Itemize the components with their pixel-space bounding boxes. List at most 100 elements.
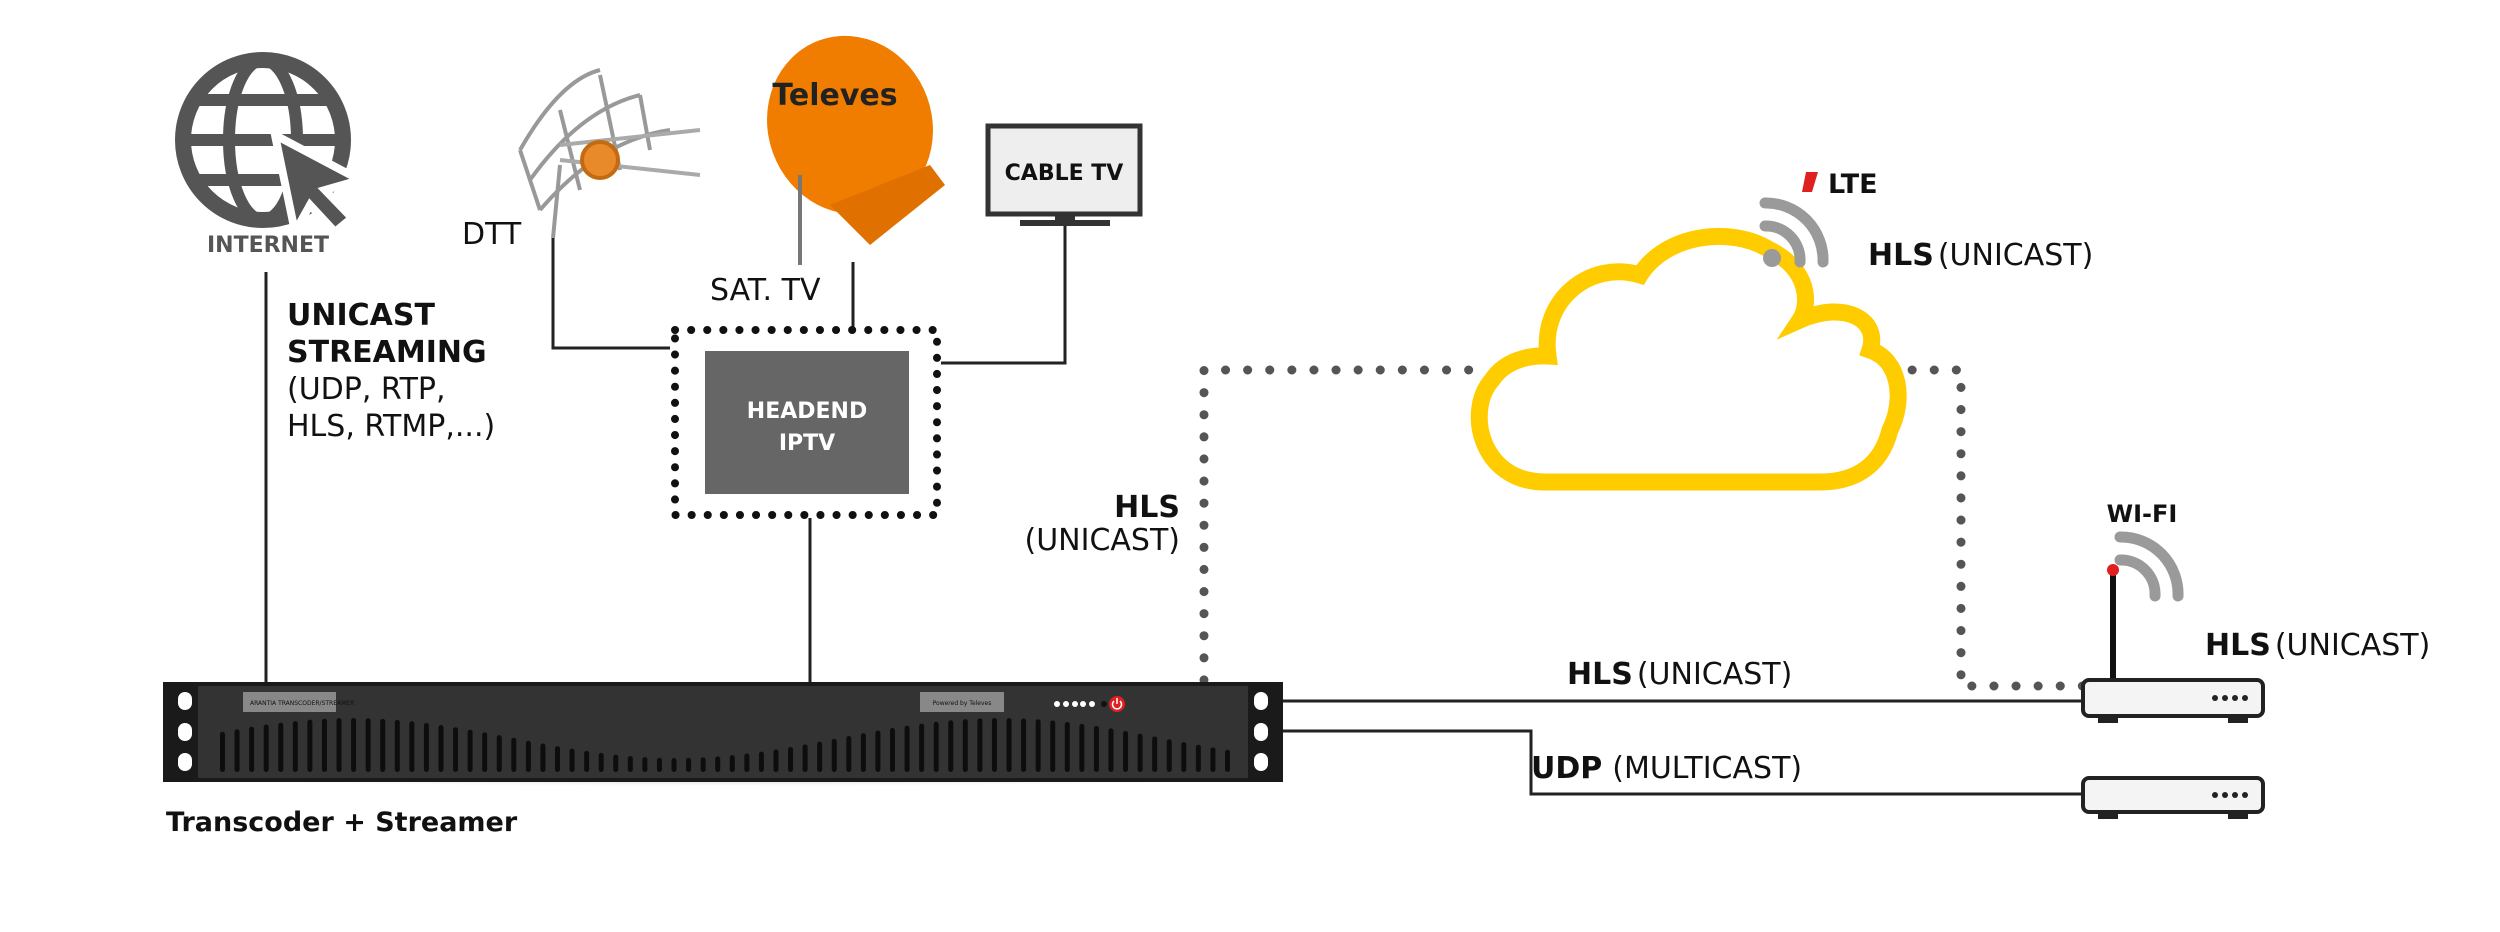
vent-slot (365, 718, 371, 772)
wifi-label: WI-FI (2107, 500, 2178, 528)
vent-slot (467, 729, 473, 772)
hls-left-proto: HLS (1114, 490, 1180, 525)
unicast-title-2: STREAMING (287, 335, 487, 370)
vent-slot (700, 757, 706, 772)
vent-grille (220, 718, 1230, 772)
power-button[interactable] (1109, 696, 1125, 712)
unicast-protocols-2: HLS, RTMP,...) (287, 409, 495, 444)
headend-boundary (671, 326, 941, 519)
vent-slot (1225, 749, 1230, 772)
unicast-protocols-1: (UDP, RTP, (287, 372, 446, 407)
headend-iptv-box (705, 351, 909, 494)
vent-slot (788, 746, 794, 772)
internet-label: INTERNET (207, 233, 329, 258)
vent-slot (336, 718, 342, 772)
vent-slot (453, 727, 459, 772)
vent-slot (671, 757, 677, 772)
vent-slot (321, 718, 327, 772)
vent-slot (1035, 719, 1041, 772)
status-leds (1054, 701, 1095, 707)
lte-signal-icon (1759, 197, 1829, 268)
vent-slot (962, 719, 968, 772)
vent-slot (525, 740, 531, 772)
vent-slot (627, 756, 633, 772)
vent-slot (1006, 718, 1012, 772)
vent-slot (904, 725, 910, 772)
dtt-label: DTT (462, 217, 522, 252)
wifi-signal-icon (2114, 531, 2184, 602)
televes-logo: Televes (772, 78, 897, 113)
vent-slot (846, 736, 852, 772)
vent-slot (1079, 723, 1085, 772)
vent-slot (1093, 726, 1099, 772)
vent-slot (234, 729, 240, 772)
vent-slot (642, 757, 648, 772)
vent-slot (715, 756, 721, 772)
lte-label: LTE (1828, 169, 1878, 200)
cable-link (941, 226, 1067, 365)
dtt-link (551, 238, 670, 350)
vent-slot (802, 744, 808, 772)
antenna-tip (2107, 564, 2119, 576)
vent-slot (1064, 722, 1070, 772)
vent-slot (423, 722, 429, 772)
powered-by-panel (920, 692, 1004, 712)
vent-slot (817, 741, 823, 772)
vent-slot (292, 720, 298, 772)
vent-slot (933, 721, 939, 772)
vent-slot (394, 719, 400, 772)
multicast-receiver-icon (2081, 776, 2265, 819)
hls-lte-path-left (1199, 365, 1475, 685)
vent-slot (758, 751, 764, 772)
device-name-panel (243, 692, 336, 712)
vent-slot (977, 718, 983, 772)
vent-slot (991, 718, 997, 772)
vent-slot (1181, 742, 1187, 772)
vent-slot (1137, 733, 1143, 772)
headend-label: HEADEND (747, 399, 867, 424)
vent-slot (919, 723, 925, 772)
cloud-icon (1470, 227, 1907, 491)
lte-hls-label: HLS(UNICAST) (1868, 238, 2093, 273)
vent-slot (496, 735, 502, 772)
vent-slot (890, 728, 895, 772)
hls-lte-path-right (1885, 365, 2090, 691)
vent-slot (613, 754, 619, 772)
vent-slot (1108, 728, 1114, 772)
vent-slot (569, 748, 575, 772)
vent-slot (584, 750, 590, 772)
iptv-label: IPTV (779, 431, 835, 456)
vent-slot (875, 730, 881, 772)
vent-slot (744, 753, 750, 772)
wifi-router-icon (2081, 678, 2265, 723)
vent-slot (540, 743, 546, 772)
vent-slot (686, 757, 692, 772)
powered-by-text: Powered by Televes (933, 700, 992, 707)
unicast-streaming-label: UNICAST STREAMING (UDP, RTP, HLS, RTMP,.… (287, 298, 495, 444)
vent-slot (278, 722, 284, 772)
vent-slot (656, 757, 662, 772)
vent-slot (249, 726, 255, 772)
device-name-text: ARANTIA TRANSCODER/STREAMER (250, 700, 354, 707)
vent-slot (351, 718, 357, 772)
vent-slot (511, 737, 517, 772)
device-caption: Transcoder + Streamer (166, 807, 518, 838)
udp-label: UDP(MULTICAST) (1531, 751, 1802, 786)
wifi-hls-label: HLS(UNICAST) (2205, 628, 2430, 663)
vent-slot (220, 731, 225, 772)
vent-slot (1195, 744, 1201, 772)
satellite-dish-icon: Televes (767, 35, 945, 265)
vent-slot (860, 733, 866, 772)
udp-link (1283, 729, 2083, 796)
vent-slot (482, 732, 488, 772)
reset-button[interactable] (1101, 701, 1107, 707)
vent-slot (438, 724, 444, 772)
transcoder-streamer-device: ARANTIA TRANSCODER/STREAMER Powered by T… (163, 682, 1283, 782)
vent-slot (380, 718, 386, 772)
vent-slot (1021, 718, 1027, 772)
globe-cursor-icon (175, 52, 371, 244)
dtt-antenna-icon (518, 68, 701, 239)
vent-slot (773, 749, 779, 772)
unicast-title-1: UNICAST (287, 298, 435, 333)
